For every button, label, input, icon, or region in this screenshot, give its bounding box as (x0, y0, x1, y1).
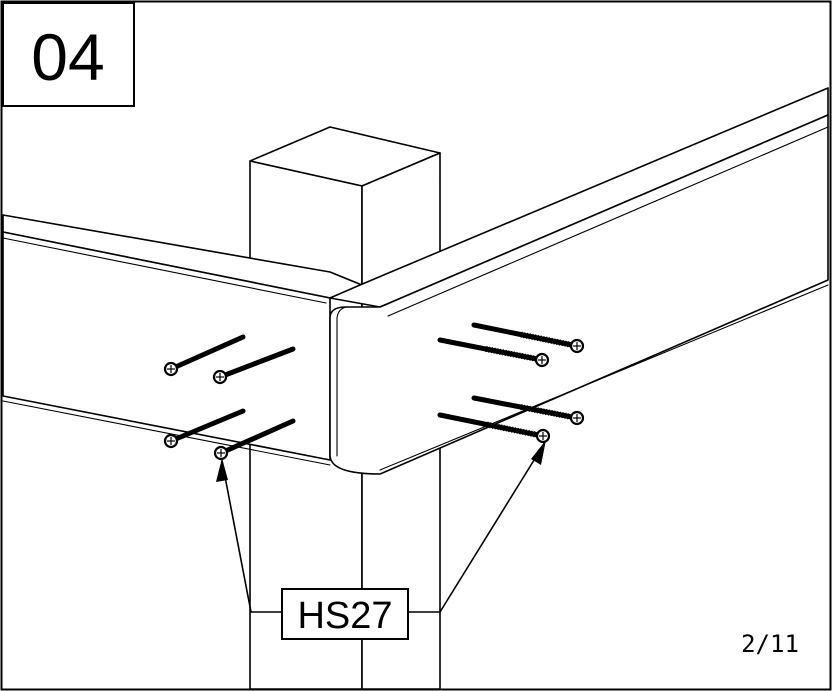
screws (163, 322, 585, 461)
screw (163, 408, 246, 449)
part-code-label: HS27 (297, 595, 392, 637)
beam-left (2, 214, 363, 466)
screw-thread (485, 421, 544, 439)
screw-shaft (168, 334, 246, 372)
screw (471, 395, 585, 426)
screw-thread (519, 331, 578, 349)
callout-leaders (216, 440, 546, 613)
screw-shaft (217, 346, 296, 380)
screw-shaft (168, 408, 246, 444)
step-number: 04 (31, 20, 104, 94)
screw (471, 322, 585, 354)
step-box: 04 (2, 2, 135, 107)
screw (212, 346, 296, 385)
leader-arrowhead-left (216, 458, 228, 482)
leader-arrowhead-right (531, 440, 546, 465)
screw-shaft (218, 418, 296, 456)
screw-thread (519, 404, 578, 421)
screw (213, 418, 296, 461)
screw (437, 412, 551, 444)
screw (163, 334, 246, 377)
screw (437, 337, 550, 368)
screw-thread (485, 346, 543, 363)
part-callout: HS27 (250, 588, 441, 640)
page-indicator: 2/11 (741, 630, 799, 658)
beam-right (329, 87, 829, 475)
